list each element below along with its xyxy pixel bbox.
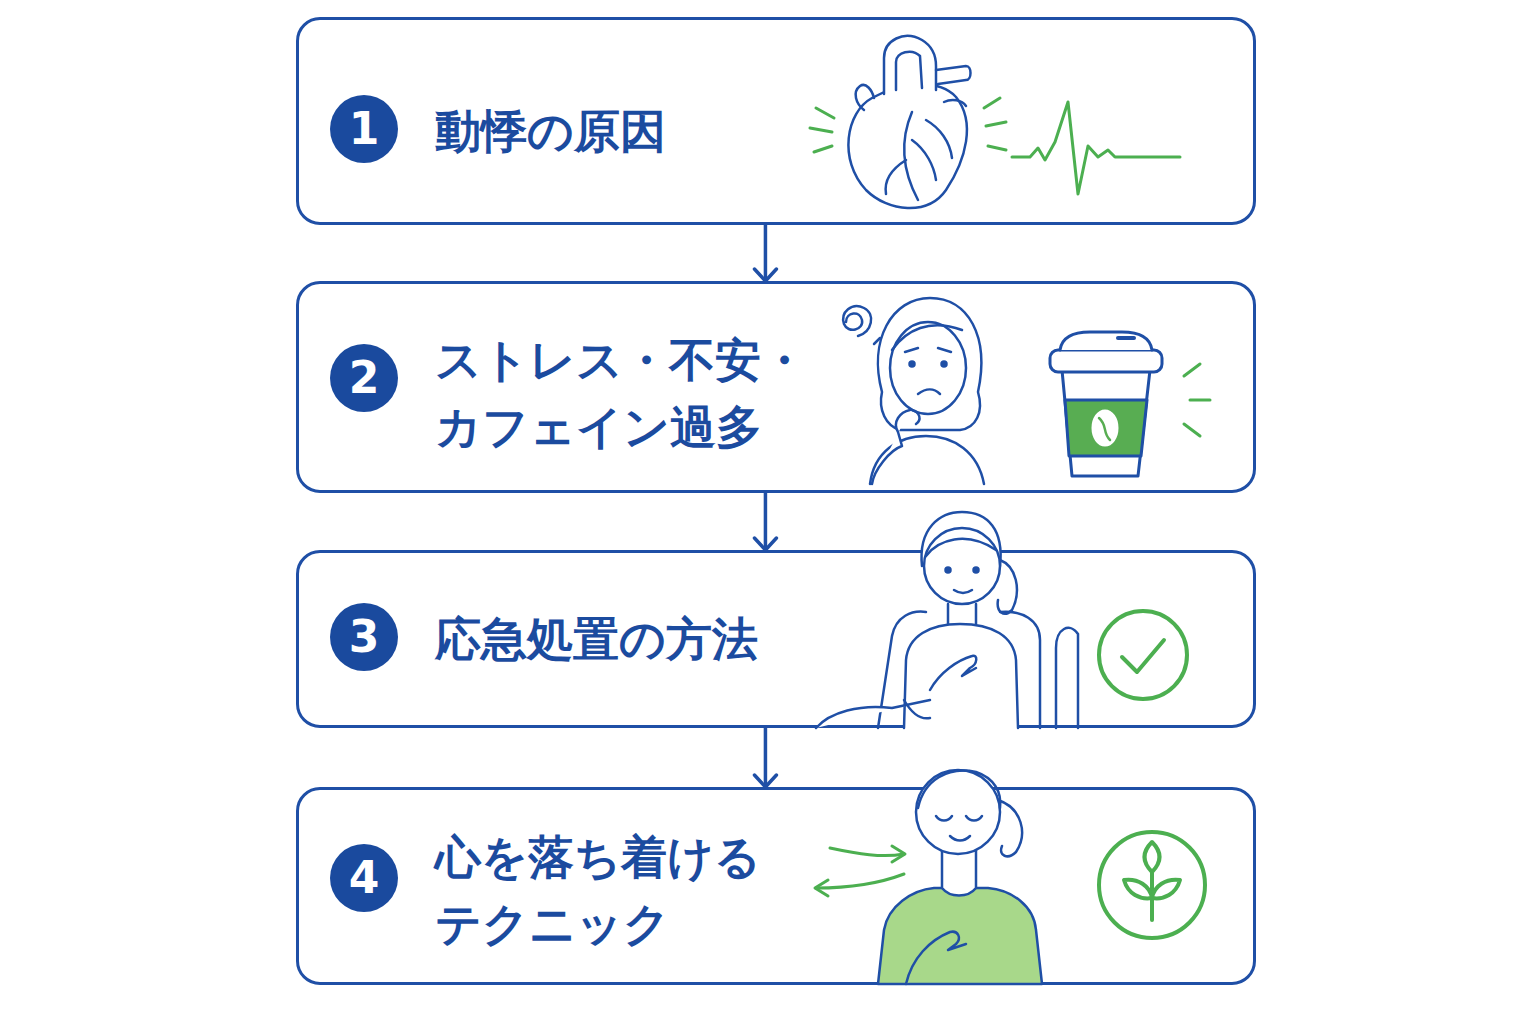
flow-arrow <box>764 493 768 550</box>
step-box: 3 応急処置の方法 <box>296 550 1256 728</box>
step-number: 4 <box>349 856 380 900</box>
step-box: 1 動悸の原因 <box>296 17 1256 225</box>
step-box: 4 心を落ち着ける テクニック <box>296 787 1256 985</box>
step-number: 3 <box>349 615 380 659</box>
flow-arrow <box>764 728 768 787</box>
step-number-circle: 3 <box>330 603 398 671</box>
step-title: 心を落ち着ける テクニック <box>435 824 855 957</box>
step-number-circle: 4 <box>330 844 398 912</box>
step-number-circle: 1 <box>330 95 398 163</box>
step-title: 動悸の原因 <box>435 98 666 165</box>
step-number-circle: 2 <box>330 344 398 412</box>
step-title: 応急処置の方法 <box>435 606 758 673</box>
flow-arrow <box>764 225 768 281</box>
step-title: ストレス・不安・ カフェイン過多 <box>435 327 855 460</box>
step-number: 2 <box>349 356 380 400</box>
step-box: 2 ストレス・不安・ カフェイン過多 <box>296 281 1256 493</box>
step-number: 1 <box>349 107 380 151</box>
